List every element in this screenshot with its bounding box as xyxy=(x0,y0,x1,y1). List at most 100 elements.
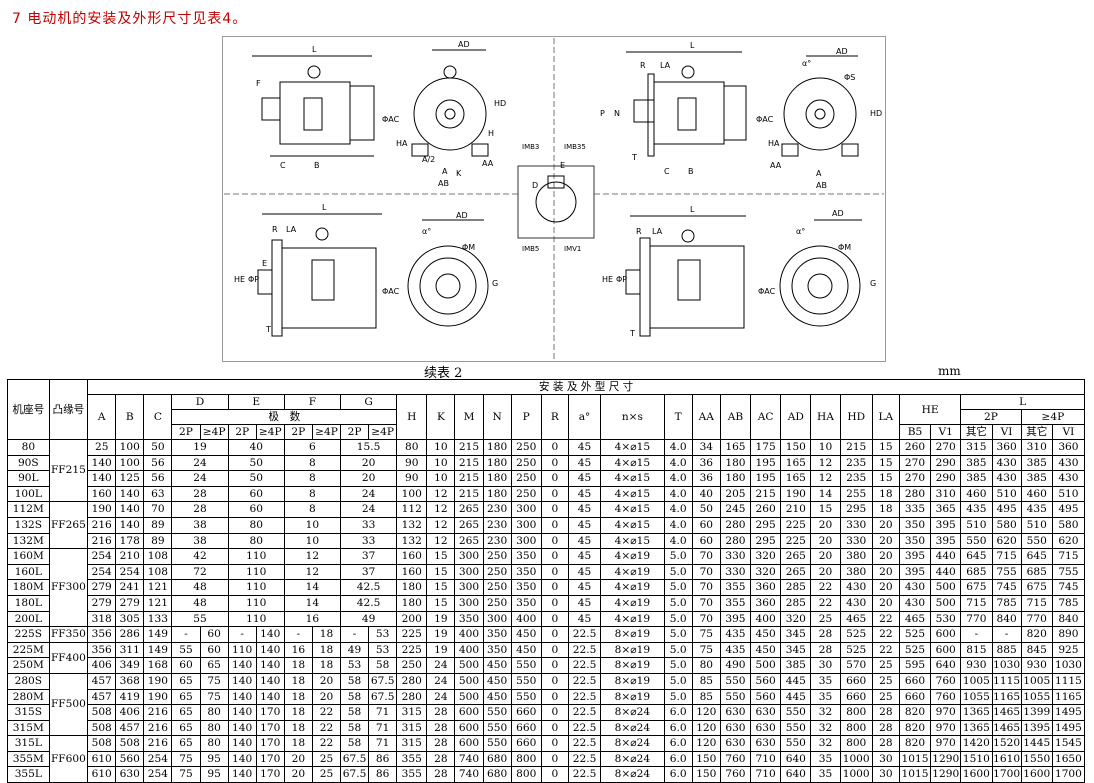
table-cell: 550 xyxy=(780,719,812,737)
dim-k-1: K xyxy=(456,169,462,178)
table-cell: 22 xyxy=(871,626,900,643)
table-cell: 56 xyxy=(143,454,173,472)
dim-b-1: B xyxy=(314,161,320,170)
table-cell: 1510 xyxy=(960,750,993,768)
header-l-sub: 其它 xyxy=(960,424,993,440)
table-cell: 210 xyxy=(115,548,145,565)
table-cell: 640 xyxy=(780,750,812,768)
table-cell: 250 xyxy=(482,548,512,565)
section-heading: 7 电动机的安装及外形尺寸见表4。 xyxy=(12,11,248,27)
table-cell: 0 xyxy=(540,563,569,581)
table-cell: 660 xyxy=(510,704,542,721)
table-cell: 0 xyxy=(540,704,569,721)
table-cell: 40 xyxy=(691,485,721,503)
table-cell: 1115 xyxy=(1051,672,1086,690)
table-cell: 4×⌀19 xyxy=(600,594,665,612)
table-cell: 140 xyxy=(255,626,285,643)
table-cell: 1545 xyxy=(1051,735,1086,752)
header-l: L xyxy=(960,394,1085,410)
table-cell: 395 xyxy=(898,548,932,565)
table-cell: 90 xyxy=(396,454,428,472)
table-cell: 350 xyxy=(510,563,542,581)
table-cell: 10 xyxy=(426,454,456,472)
table-cell: 0 xyxy=(540,470,569,487)
table-cell: 630 xyxy=(750,719,782,737)
table-cell: 45 xyxy=(567,532,602,550)
table-cell: 20 xyxy=(810,563,841,581)
table-cell: 970 xyxy=(930,735,962,752)
table-cell: 45 xyxy=(567,563,602,581)
table-cell: 4×⌀15 xyxy=(600,485,665,503)
table-cell: 570 xyxy=(839,657,873,674)
dim-e-3: E xyxy=(262,259,267,268)
table-cell: 140 xyxy=(227,672,257,690)
dim-l-1: L xyxy=(312,45,317,54)
table-cell: 20 xyxy=(871,516,900,534)
table-cell: 620 xyxy=(991,532,1022,550)
table-cell: 35 xyxy=(810,672,841,690)
table-cell: 215 xyxy=(454,470,484,487)
header-pole: ≥4P xyxy=(199,424,229,440)
table-cell: 270 xyxy=(898,454,932,472)
table-cell: 75 xyxy=(199,688,229,706)
table-cell: 1015 xyxy=(898,766,932,783)
dim-p-2: P xyxy=(600,109,605,118)
table-cell: 600 xyxy=(454,719,484,737)
frame-cell: 355L xyxy=(7,766,50,783)
table-cell: 1610 xyxy=(991,750,1022,768)
frame-cell: 280S xyxy=(7,672,50,690)
header-col: AA xyxy=(691,394,721,440)
table-cell: 245 xyxy=(719,501,752,518)
table-cell: 1700 xyxy=(1051,766,1086,783)
table-cell: 32 xyxy=(810,719,841,737)
table-cell: 715 xyxy=(991,548,1022,565)
table-cell: 75 xyxy=(171,750,201,768)
table-cell: 215 xyxy=(839,439,873,456)
table-cell: 45 xyxy=(567,470,602,487)
table-cell: 70 xyxy=(691,548,721,565)
table-cell: 550 xyxy=(780,735,812,752)
dim-ha-1: HA xyxy=(396,139,408,148)
table-cell: 385 xyxy=(960,454,993,472)
motor-installation-drawing: IMB3 IMB35 IMB5 IMV1 L AD F ΦAC HD HA C … xyxy=(222,36,886,362)
table-cell: 330 xyxy=(719,563,752,581)
frame-cell: 80 xyxy=(7,439,50,456)
table-cell: 630 xyxy=(750,735,782,752)
table-cell: 970 xyxy=(930,719,962,737)
table-cell: 121 xyxy=(143,594,173,612)
table-cell: 1165 xyxy=(1051,688,1086,706)
table-cell: 120 xyxy=(691,719,721,737)
table-cell: 400 xyxy=(454,641,484,659)
table-cell: 350 xyxy=(898,516,932,534)
header-col: P xyxy=(510,394,542,440)
header-l-pole: ≥4P xyxy=(1020,409,1086,425)
table-cell: 310 xyxy=(1020,439,1053,456)
table-cell: 140 xyxy=(227,657,257,674)
table-cell: 28 xyxy=(426,750,456,768)
table-cell: 195 xyxy=(750,454,782,472)
table-cell: 560 xyxy=(115,750,145,768)
table-cell: 820 xyxy=(1020,626,1053,643)
table-cell: 19 xyxy=(426,641,456,659)
label-imb35: IMB35 xyxy=(564,143,586,151)
header-col: T xyxy=(663,394,693,440)
table-cell: 0 xyxy=(540,641,569,659)
table-cell: 525 xyxy=(839,626,873,643)
table-cell: 100 xyxy=(115,439,145,456)
table-cell: 715 xyxy=(960,594,993,612)
dim-la-2: LA xyxy=(660,61,671,70)
table-cell: 430 xyxy=(991,454,1022,472)
table-cell: 8 xyxy=(283,470,342,487)
table-cell: 660 xyxy=(839,672,873,690)
table-cell: 80 xyxy=(691,657,721,674)
table-cell: 5.0 xyxy=(663,610,693,628)
table-cell: 1005 xyxy=(1020,672,1053,690)
table-cell: 500 xyxy=(930,594,962,612)
dim-he-4: G xyxy=(870,279,876,288)
table-cell: 330 xyxy=(839,532,873,550)
